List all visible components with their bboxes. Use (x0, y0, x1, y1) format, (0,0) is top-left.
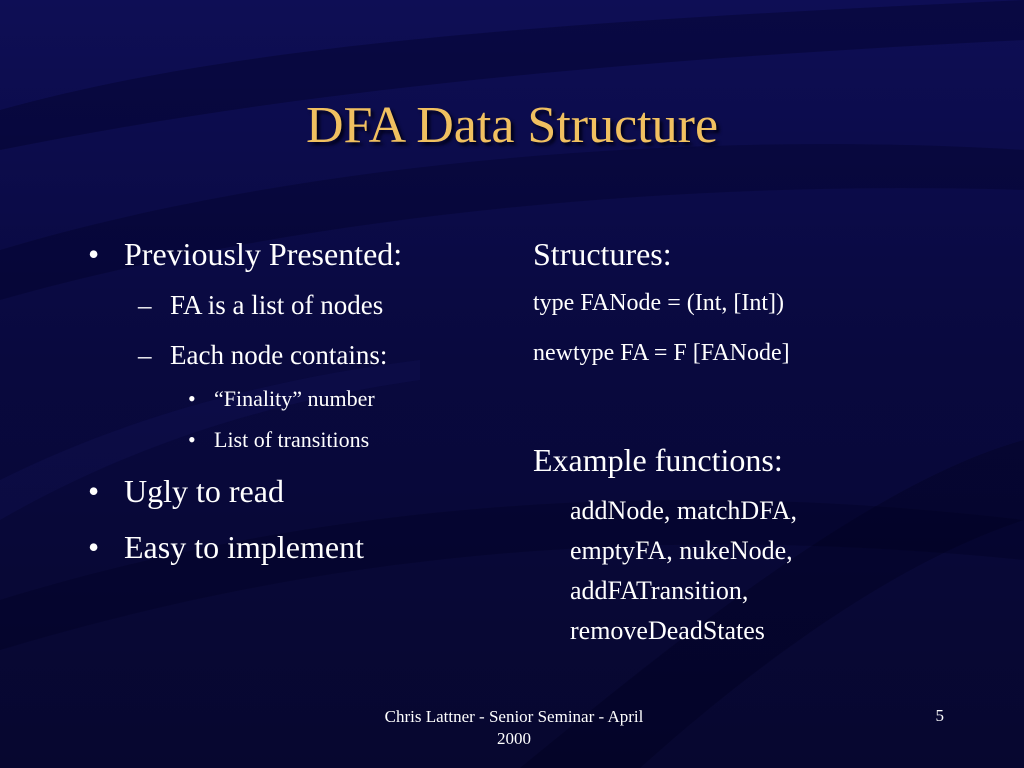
function-line: addFATransition, (570, 576, 749, 605)
structures-heading: Structures: (533, 236, 672, 272)
code-line: type FANode = (Int, [Int]) (533, 290, 785, 316)
bullet-item: •Ugly to read (88, 473, 284, 509)
sub-sub-bullet-item: •“Finality” number (188, 386, 375, 411)
footer-line-2: 2000 (497, 729, 531, 748)
sub-bullet-item: –FA is a list of nodes (138, 290, 384, 320)
sub-sub-bullet-item: •List of transitions (188, 427, 370, 452)
examples-heading: Example functions: (533, 442, 783, 478)
function-line: addNode, matchDFA, (570, 496, 797, 525)
slide-title: DFA Data Structure (305, 97, 719, 154)
function-line: removeDeadStates (570, 616, 765, 645)
code-line: newtype FA = F [FANode] (533, 340, 790, 366)
page-number: 5 (935, 706, 945, 725)
sub-bullet-item: –Each node contains: (138, 340, 388, 370)
function-line: emptyFA, nukeNode, (570, 536, 793, 565)
bullet-item: •Easy to implement (88, 529, 364, 565)
slide-footer: Chris Lattner - Senior Seminar - April 2… (360, 706, 668, 750)
footer-line-1: Chris Lattner - Senior Seminar - April (384, 707, 644, 726)
bullet-item: •Previously Presented: (88, 236, 403, 272)
